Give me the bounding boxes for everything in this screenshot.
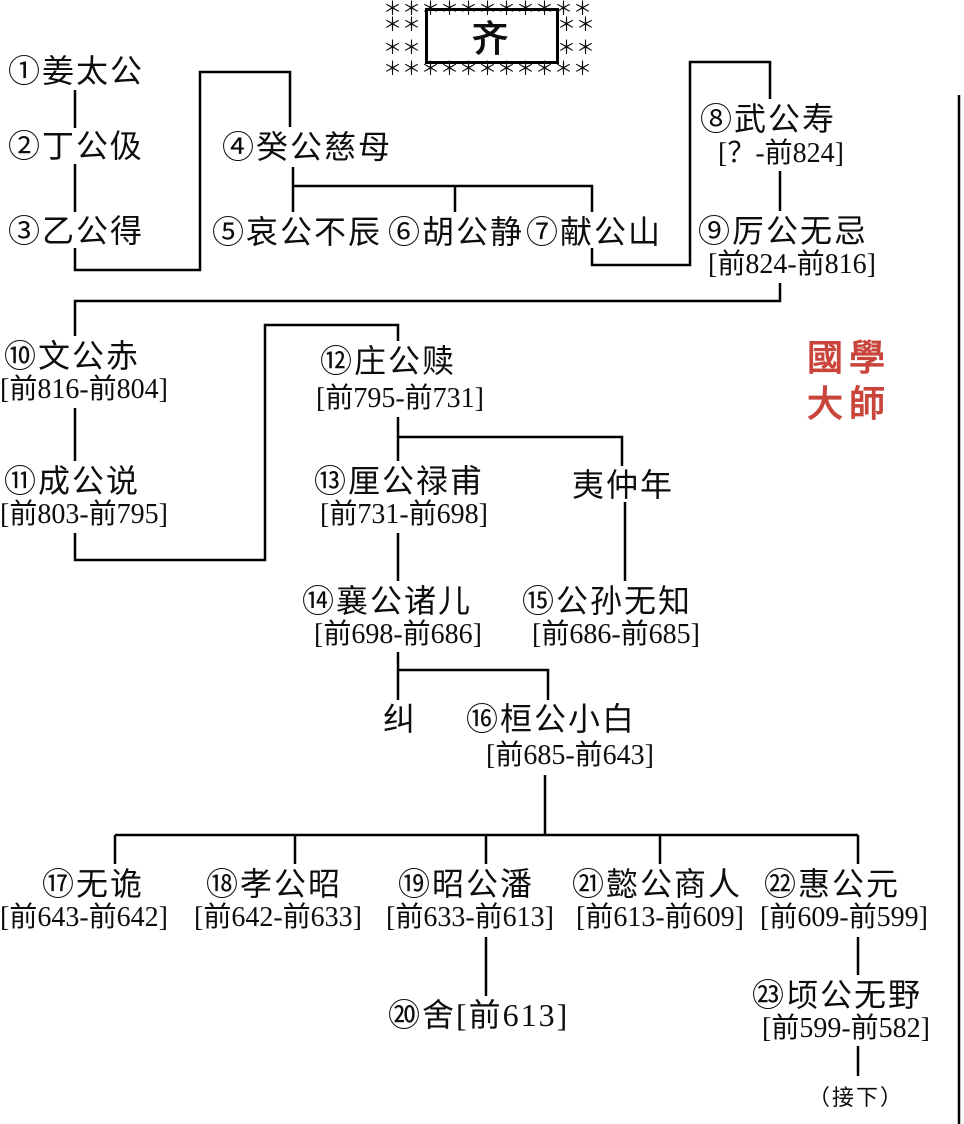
ruler-8-dates: [？-前824]: [718, 138, 844, 169]
ruler-14-dates: [前698-前686]: [314, 619, 482, 650]
ruler-5-name: ⑤哀公不辰: [212, 214, 383, 250]
ruler-22-dates: [前609-前599]: [760, 902, 928, 933]
ruler-15-name: ⑮公孙无知: [522, 583, 693, 619]
ruler-8-name: ⑧武公寿: [700, 101, 837, 137]
ruler-10-name: ⑩文公赤: [4, 338, 141, 374]
ruler-16-dates: [前685-前643]: [486, 740, 654, 771]
ruler-11-name: ⑪成公说: [4, 463, 141, 499]
ruler-18-dates: [前642-前633]: [194, 902, 362, 933]
title-box: 齐: [425, 8, 559, 64]
ruler-23-name: ㉓顷公无野: [752, 977, 923, 1013]
ruler-12-dates: [前795-前731]: [316, 383, 484, 414]
ruler-22-name: ㉒惠公元: [764, 866, 901, 902]
ruler-13-name: ⑬厘公禄甫: [314, 463, 485, 499]
ruler-2-name: ②丁公伋: [8, 128, 145, 164]
seal-char-4: 師: [848, 384, 885, 424]
node-jiu: 纠: [383, 701, 418, 737]
watermark-seal: 國 學 大 師: [804, 336, 888, 428]
seal-char-1: 國: [806, 338, 843, 378]
ruler-13-dates: [前731-前698]: [320, 499, 488, 530]
ruler-15-dates: [前686-前685]: [532, 619, 700, 650]
state-name: 齐: [471, 19, 512, 59]
ruler-11-dates: [前803-前795]: [0, 499, 168, 530]
ruler-16-name: ⑯桓公小白: [466, 701, 637, 737]
title-border-bottom: ＊＊＊＊＊＊＊＊＊＊＊: [383, 60, 593, 79]
ruler-23-dates: [前599-前582]: [762, 1013, 930, 1044]
ruler-19-name: ⑲昭公潘: [398, 866, 535, 902]
continuation-note: （接下）: [808, 1085, 905, 1110]
ruler-3-name: ③乙公得: [8, 213, 145, 249]
ruler-9-dates: [前824-前816]: [708, 249, 876, 280]
seal-char-3: 大: [806, 384, 843, 424]
title-border-right: ＊＊ ＊＊: [556, 15, 595, 59]
ruler-1-name: ①姜太公: [8, 53, 145, 89]
ruler-21-name: ㉑懿公商人: [572, 866, 743, 902]
ruler-17-name: ⑰无诡: [42, 866, 145, 902]
ruler-10-dates: [前816-前804]: [0, 374, 168, 405]
ruler-6-name: ⑥胡公静: [388, 214, 525, 250]
ruler-21-dates: [前613-前609]: [576, 902, 744, 933]
title-block: ＊＊＊＊＊＊＊＊＊＊＊ ＊＊ ＊＊ 齐 ＊＊ ＊＊ ＊＊＊＊＊＊＊＊＊＊＊: [383, 0, 595, 80]
title-border-left: ＊＊ ＊＊: [383, 15, 422, 59]
node-yizhongnian: 夷仲年: [572, 467, 675, 503]
ruler-20-name: ⑳舍[前613]: [388, 997, 570, 1033]
ruler-12-name: ⑫庄公赎: [320, 343, 457, 379]
ruler-19-dates: [前633-前613]: [386, 902, 554, 933]
ruler-7-name: ⑦献公山: [526, 214, 663, 250]
ruler-9-name: ⑨厉公无忌: [698, 213, 869, 249]
ruler-4-name: ④癸公慈母: [222, 129, 393, 165]
ruler-18-name: ⑱孝公昭: [206, 866, 343, 902]
seal-char-2: 學: [848, 338, 885, 378]
ruler-14-name: ⑭襄公诸儿: [302, 583, 473, 619]
ruler-17-dates: [前643-前642]: [0, 902, 168, 933]
